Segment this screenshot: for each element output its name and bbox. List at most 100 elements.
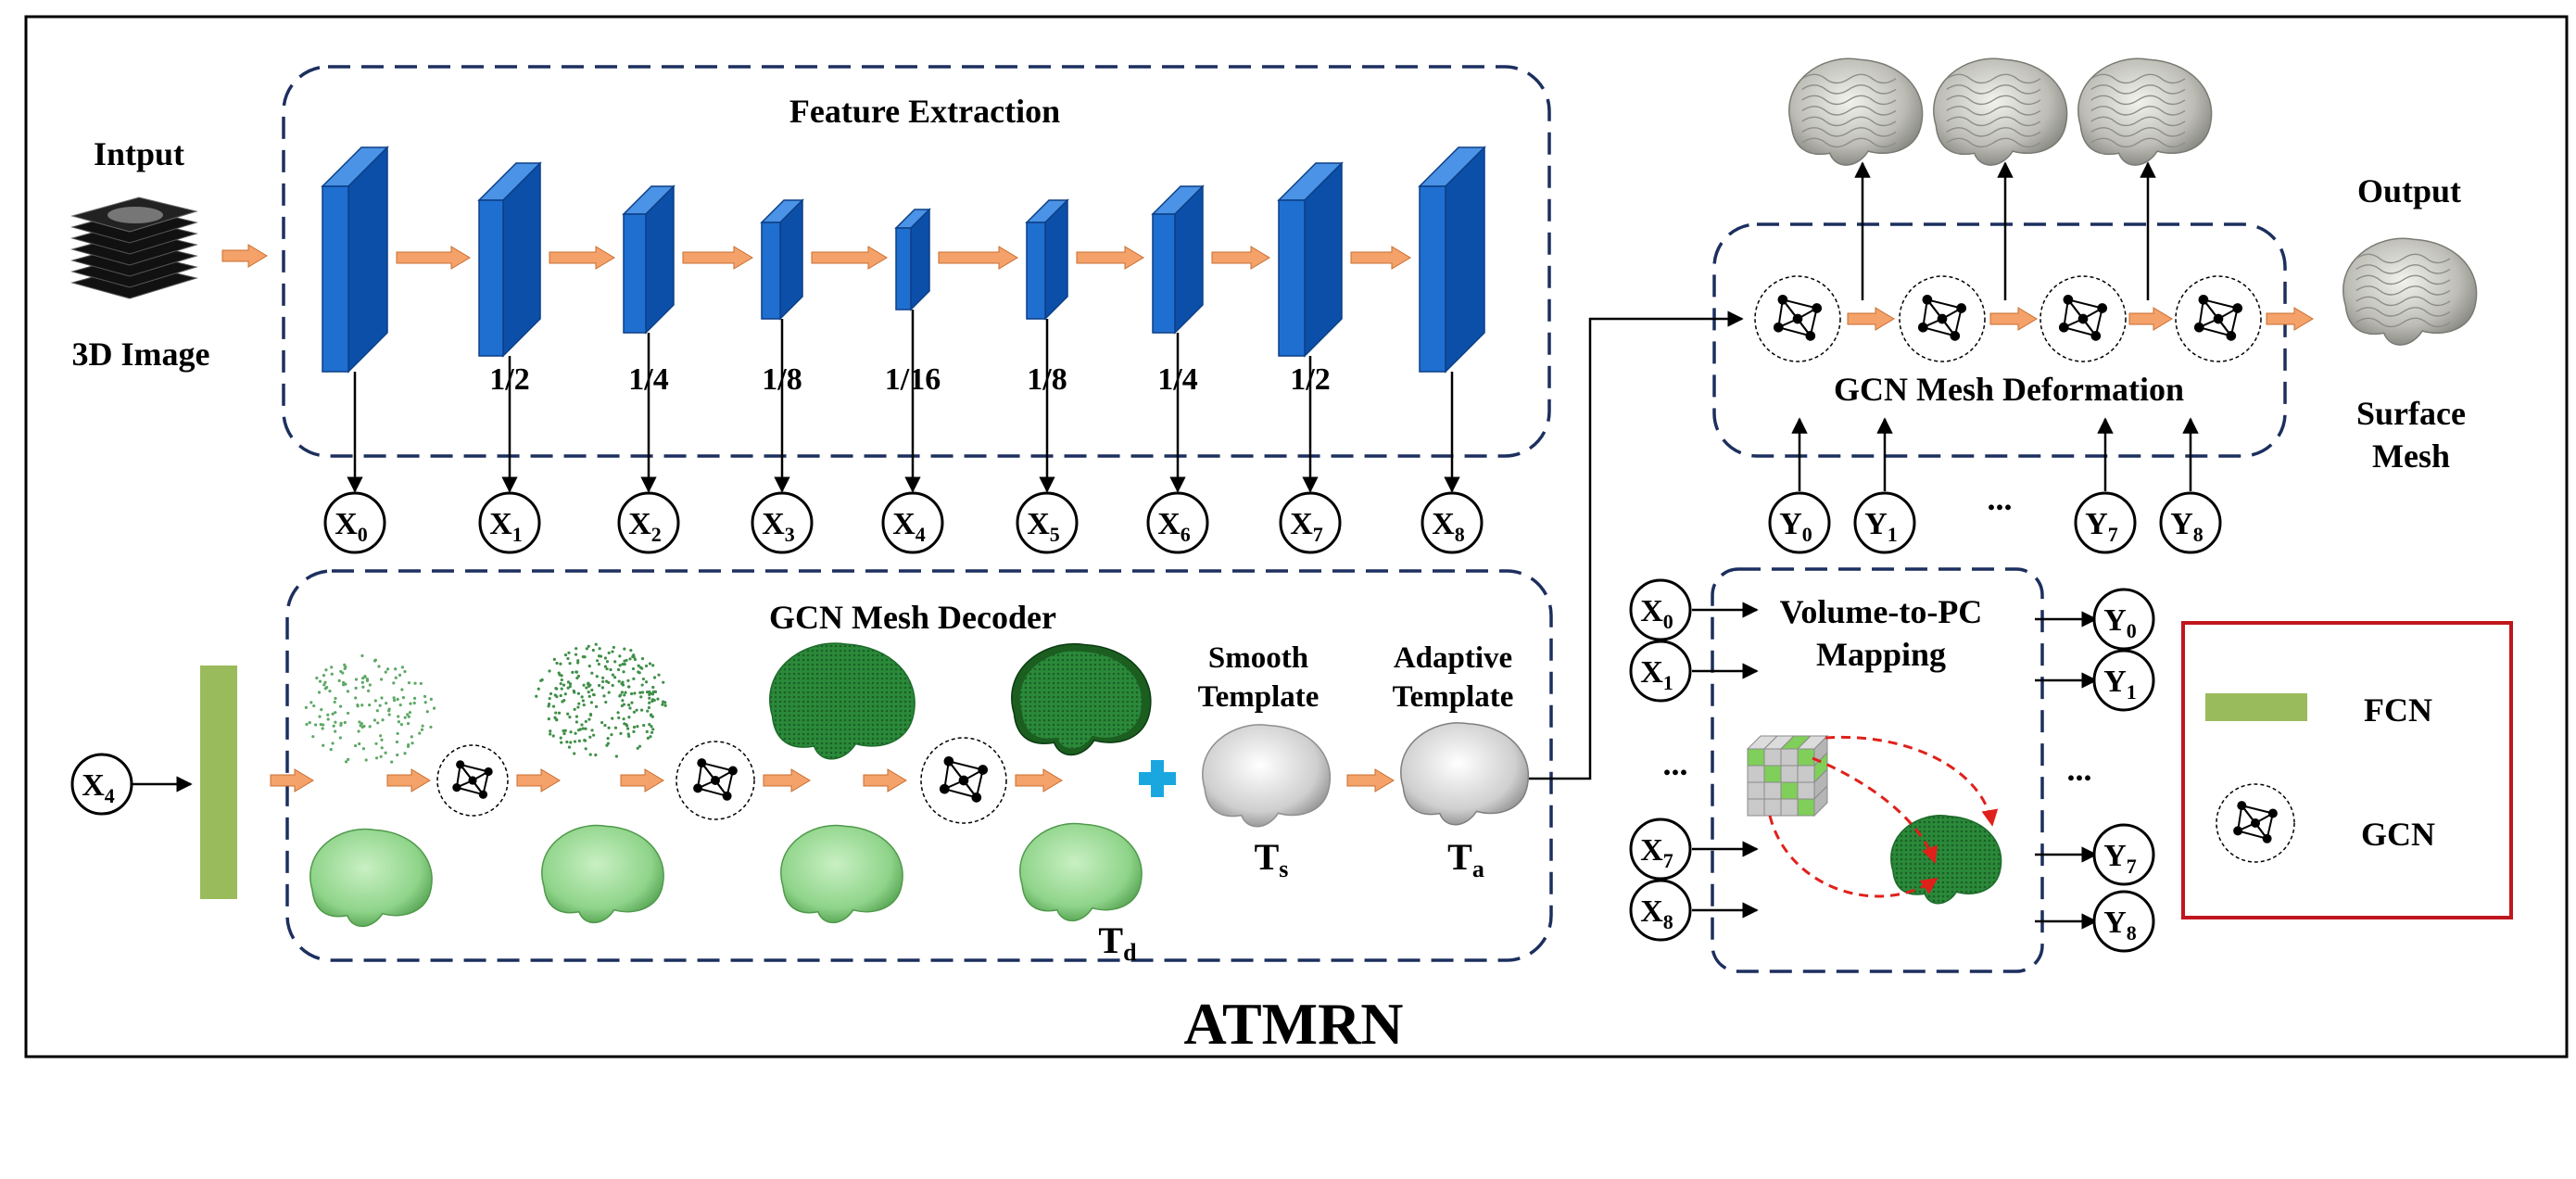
smooth-template-brain (1202, 724, 1332, 828)
feature-block-7 (1277, 161, 1344, 358)
decoder-arrow-6 (1015, 768, 1063, 792)
svg-text:X4: X4 (892, 507, 926, 546)
decoder-arrow-7 (1346, 768, 1395, 792)
point-cloud-sparse-2 (535, 642, 667, 758)
mapping-output-node-0: Y0 (2092, 588, 2155, 651)
deformation-gcn-2 (2039, 275, 2127, 362)
decoder-template-symbol: Td (1098, 919, 1137, 966)
svg-text:X8: X8 (1640, 894, 1673, 933)
feature-block-0 (321, 146, 389, 374)
feature-block-8 (1418, 146, 1486, 374)
plus-icon (1139, 760, 1176, 797)
legend-fcn-label: FCN (2364, 691, 2432, 729)
deformation-y-node-1: Y1 (1853, 491, 1916, 554)
mapping-input-node-1: X1 (1629, 640, 1692, 703)
point-cloud-dense-2-texture (1019, 651, 1143, 749)
encoder-arrow-2 (682, 246, 753, 270)
encoder-arrow-1 (549, 246, 615, 270)
output-brain-stage-2 (1933, 57, 2068, 166)
surface-label: Surface (2356, 395, 2466, 432)
mapping-red-arrow-2 (1812, 756, 1938, 864)
decoder-arrow-4 (763, 768, 811, 792)
deformation-y-node-8: Y8 (2159, 491, 2222, 554)
deformation-arrow-3 (2266, 307, 2314, 331)
x-node-4: X4 (881, 491, 944, 554)
x-node-6: X6 (1146, 491, 1209, 554)
svg-text:X0: X0 (335, 507, 368, 546)
svg-text:X2: X2 (628, 507, 662, 546)
mapping-input-node-7: X7 (1629, 818, 1692, 881)
encoder-arrow-0 (396, 246, 471, 270)
mapping-right-ellipsis: ... (2067, 751, 2092, 788)
feature-block-4 (894, 208, 931, 311)
decoder-input-node-x4: X4 (70, 753, 133, 816)
svg-text:Y0: Y0 (1779, 507, 1812, 546)
adaptive-template-brain (1400, 722, 1530, 826)
deformation-title: GCN Mesh Deformation (1834, 371, 2184, 408)
decoder-title: GCN Mesh Decoder (769, 599, 1056, 636)
decoder-box (285, 569, 1553, 962)
output-brain-stage-3 (2077, 57, 2213, 166)
legend-gcn-icon (2216, 783, 2295, 863)
encoder-arrow-4 (938, 246, 1018, 270)
decoder-arrow-5 (863, 768, 907, 792)
mapping-point-cloud-brain (1890, 815, 2002, 905)
template-to-deformation-connector (1529, 311, 1744, 780)
deformation-y-node-0: Y0 (1768, 491, 1831, 554)
mapping-output-node-8: Y8 (2092, 890, 2155, 953)
coarse-mesh-0 (309, 828, 433, 928)
feature-extraction-box (282, 65, 1551, 458)
mapping-input-node-0: X0 (1629, 578, 1692, 641)
input-arrow (221, 244, 268, 268)
svg-text:X1: X1 (1640, 655, 1673, 694)
mapping-red-arrow-1 (1825, 735, 1999, 827)
x-node-1: X1 (478, 491, 541, 554)
mapping-input-node-8: X8 (1629, 879, 1692, 942)
legend-gcn-label: GCN (2361, 816, 2435, 853)
feature-block-3 (760, 198, 804, 321)
legend-fcn-swatch (2205, 693, 2307, 721)
svg-text:X1: X1 (489, 507, 523, 546)
outer-frame (24, 15, 2569, 1059)
coarse-mesh-1 (541, 824, 664, 924)
svg-text:Y0: Y0 (2103, 603, 2137, 642)
decoder-arrow-0 (270, 768, 314, 792)
deformation-gcn-1 (1899, 275, 1986, 362)
feature-extraction-title: Feature Extraction (789, 93, 1060, 130)
decoder-gcn-2 (676, 741, 755, 820)
svg-text:X8: X8 (1432, 507, 1465, 546)
mapping-title-2: Mapping (1816, 636, 1946, 673)
deformation-gcn-0 (1754, 275, 1841, 362)
fcn-bar (200, 666, 237, 899)
decoder-gcn-1 (436, 744, 509, 817)
encoder-arrow-3 (811, 246, 888, 270)
adaptive-template-line1: Adaptive (1394, 641, 1512, 675)
output-label: Output (2357, 172, 2461, 209)
mapping-output-node-7: Y7 (2092, 823, 2155, 886)
deformation-y-node-7: Y7 (2074, 491, 2137, 554)
voxel-cube (1746, 734, 1829, 818)
output-surface-mesh-brain (2342, 237, 2478, 346)
deformation-box (1712, 222, 2287, 458)
input-volume-stack (70, 196, 198, 299)
deformation-ellipsis: ... (1988, 480, 2013, 517)
svg-text:X0: X0 (1640, 594, 1673, 633)
feature-block-2 (622, 184, 676, 335)
feature-block-6 (1151, 184, 1205, 335)
svg-text:X7: X7 (1640, 833, 1673, 872)
coarse-mesh-3 (1019, 822, 1143, 922)
mapping-left-ellipsis: ... (1663, 745, 1688, 782)
x-node-2: X2 (617, 491, 680, 554)
svg-text:Y8: Y8 (2103, 906, 2137, 944)
svg-text:Y1: Y1 (2103, 665, 2137, 704)
x-node-0: X0 (323, 491, 386, 554)
deformation-arrow-0 (1847, 307, 1895, 331)
svg-text:Y8: Y8 (2170, 507, 2203, 546)
svg-text:Y7: Y7 (2085, 507, 2118, 546)
svg-text:Y1: Y1 (1864, 507, 1898, 546)
encoder-arrow-6 (1211, 246, 1270, 270)
input-label: Intput (94, 135, 184, 172)
svg-text:Y7: Y7 (2103, 839, 2137, 878)
deformation-arrow-2 (2128, 307, 2173, 331)
mapping-red-arrow-3 (1768, 815, 1938, 898)
